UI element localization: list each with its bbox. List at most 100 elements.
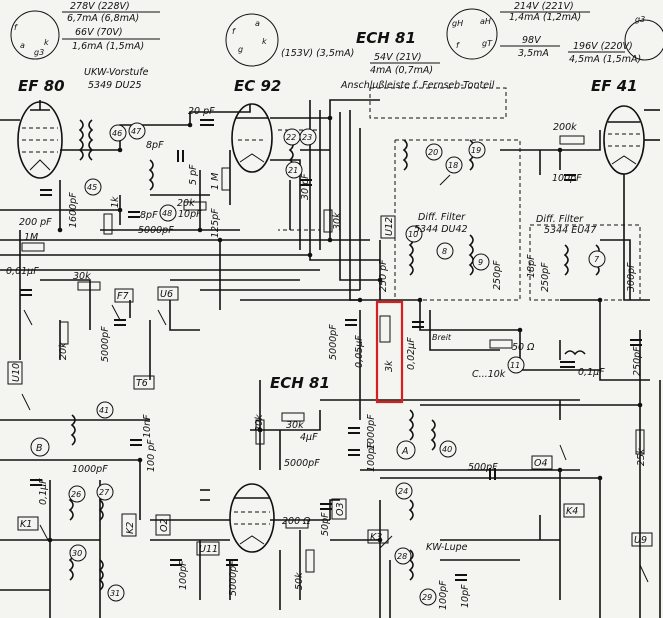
c5pf-label: 5 pF bbox=[188, 164, 199, 185]
diff-filter-2-box bbox=[529, 224, 641, 301]
capacitors bbox=[20, 119, 642, 581]
diff-filter-1-box bbox=[394, 139, 521, 301]
r25k-label: 25k bbox=[636, 448, 647, 466]
tube-ech81-mid bbox=[229, 483, 275, 553]
ech81-pin-diagram: gH f aH gT bbox=[446, 8, 498, 60]
ech81-voltage-a: 54V (21V) bbox=[374, 52, 422, 63]
switch-o3: O3 bbox=[335, 502, 346, 516]
c10nf-label: 10nF bbox=[142, 414, 153, 438]
tube-ef80-label: EF 80 bbox=[18, 77, 65, 95]
c5000pf-label: 5000pF bbox=[138, 225, 174, 236]
diff-filter-2-part: 5344 EU47 bbox=[544, 225, 596, 236]
anschluss-label: Anschlußleiste f. Fernseh-Tonteil bbox=[340, 80, 495, 91]
switch-breit: Breit bbox=[432, 333, 452, 342]
ec92-pin-diagram: f g k a bbox=[225, 13, 279, 67]
r50k-label: 50k bbox=[294, 572, 305, 590]
ef41-voltage-b: 4,5mA (1,5mA) bbox=[569, 54, 641, 65]
tube-ec92 bbox=[231, 103, 273, 173]
c8pf-b-label: 8pF bbox=[140, 210, 158, 221]
ech81r-voltage-a: 214V (221V) bbox=[514, 1, 574, 12]
component-numbers: 45 46 47 48 22 23 21 20 18 19 10 8 9 7 1… bbox=[30, 122, 606, 606]
svg-text:g3: g3 bbox=[635, 15, 645, 24]
switch-u6: U6 bbox=[160, 289, 173, 300]
svg-text:18: 18 bbox=[448, 161, 458, 170]
c10pf-lo-label: 10pF bbox=[460, 584, 471, 608]
c5000pf-lo-label: 5000pF bbox=[284, 458, 320, 469]
svg-text:g3: g3 bbox=[34, 48, 44, 57]
switch-labels: F7 U6 T6 U10 U12 U11 K1 K2 K3 K4 O2 O3 O… bbox=[7, 215, 653, 556]
svg-text:26: 26 bbox=[71, 490, 81, 499]
ef80-voltage-c: 66V (70V) bbox=[75, 27, 123, 38]
svg-text:8: 8 bbox=[442, 247, 447, 256]
r3k-label: 3k bbox=[384, 360, 395, 372]
ef41-voltage-a: 196V (220V) bbox=[573, 41, 633, 52]
r20k-left-label: 20k bbox=[58, 342, 69, 360]
svg-text:f: f bbox=[232, 27, 236, 36]
c100pf-c-label: 100 pF bbox=[146, 439, 157, 472]
diff-filter-2-label: Diff. Filter bbox=[536, 214, 584, 225]
diff-filter-1-part: 5344 DU42 bbox=[414, 224, 468, 235]
junction-dots bbox=[47, 115, 643, 543]
r30k-mid-label: 30k bbox=[286, 420, 304, 431]
c125pf-label: 125pF bbox=[210, 208, 221, 238]
c200pf-label: 200 pF bbox=[19, 217, 52, 228]
svg-text:a: a bbox=[255, 19, 260, 28]
kw-lupe-label: KW-Lupe bbox=[426, 542, 468, 553]
svg-text:22: 22 bbox=[286, 133, 296, 142]
tube-ech81-top-label: ECH 81 bbox=[356, 29, 416, 47]
ef80-voltage-d: 1,6mA (1,5mA) bbox=[72, 41, 144, 52]
switch-u9: U9 bbox=[634, 535, 647, 546]
c20pf-label: 20 pF bbox=[188, 106, 215, 117]
c1600pf-label: 1600pF bbox=[68, 192, 79, 228]
ukw-part-label: 5349 DU25 bbox=[88, 80, 142, 91]
svg-text:48: 48 bbox=[162, 209, 172, 218]
c18pf-label: 18pF bbox=[526, 254, 537, 278]
c8pf-a-label: 8pF bbox=[146, 140, 164, 151]
switch-k1: K1 bbox=[20, 519, 32, 530]
svg-text:19: 19 bbox=[471, 146, 481, 155]
r200k-label: 200k bbox=[553, 122, 577, 133]
r1k-label: 1k bbox=[110, 196, 121, 208]
c1000pf-b-label: 1000pF bbox=[72, 464, 108, 475]
c002uf-label: 0,02µF bbox=[406, 337, 417, 370]
switch-k4: K4 bbox=[566, 506, 578, 517]
switch-u11: U11 bbox=[199, 544, 218, 555]
svg-text:31: 31 bbox=[110, 589, 120, 598]
switch-k3: K3 bbox=[370, 532, 382, 543]
c500pf-label: 500pF bbox=[468, 462, 498, 473]
switch-u10: U10 bbox=[11, 363, 22, 382]
switch-t6: T6 bbox=[136, 378, 148, 389]
svg-text:f: f bbox=[456, 41, 460, 50]
main-wiring bbox=[0, 99, 661, 618]
svg-text:aH: aH bbox=[480, 17, 491, 26]
c10k-label: C...10k bbox=[472, 369, 506, 380]
anschluss-box bbox=[369, 87, 507, 119]
svg-text:30: 30 bbox=[72, 549, 82, 558]
c5000pf-ech-label: 5000pF bbox=[228, 560, 239, 596]
c005uf-label: 0,05µF bbox=[354, 335, 365, 368]
ech81r-voltage-d: 3,5mA bbox=[518, 48, 549, 59]
highlight-box bbox=[375, 300, 404, 404]
c5000pf-left-label: 5000pF bbox=[100, 326, 111, 362]
c300pf-label: 300pF bbox=[626, 262, 637, 292]
ech81r-voltage-c: 98V bbox=[522, 35, 542, 46]
ec92-voltage: (153V) (3,5mA) bbox=[281, 48, 354, 59]
svg-text:7: 7 bbox=[594, 255, 600, 264]
svg-text:k: k bbox=[44, 38, 49, 47]
switch-o2: O2 bbox=[159, 518, 170, 532]
c5000pf-mid-label: 5000pF bbox=[328, 324, 339, 360]
switch-o4: O4 bbox=[534, 458, 548, 469]
c100pf-lo-label: 100pF bbox=[438, 580, 449, 610]
tube-ef41 bbox=[603, 105, 645, 175]
switch-f7: F7 bbox=[117, 291, 129, 302]
ef80-voltage-b: 6,7mA (6,8mA) bbox=[67, 13, 139, 24]
c01uf-b-label: 0,1µF bbox=[38, 478, 49, 505]
svg-text:A: A bbox=[401, 446, 409, 457]
svg-text:40: 40 bbox=[442, 445, 452, 454]
c01uf-label: 0,1µF bbox=[578, 367, 605, 378]
r50ohm-label: 50 Ω bbox=[512, 342, 535, 353]
r20k-label: 20k bbox=[177, 198, 195, 209]
c4uf-label: 4µF bbox=[300, 432, 318, 443]
svg-text:11: 11 bbox=[510, 361, 520, 370]
